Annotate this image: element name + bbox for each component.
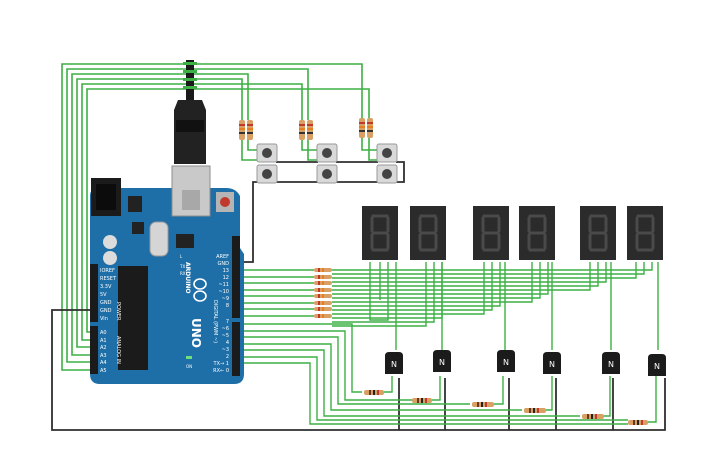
transistor-label: N xyxy=(391,360,397,369)
analog-title: ANALOG IN xyxy=(115,336,121,364)
seven-segment-icon[interactable] xyxy=(410,206,446,260)
resistor-icon[interactable] xyxy=(239,120,253,140)
svg-text:3.3V: 3.3V xyxy=(100,284,112,290)
pushbutton-icon[interactable] xyxy=(256,164,278,184)
seven-segment-icon[interactable] xyxy=(362,206,398,260)
power-title: POWER xyxy=(115,302,121,321)
resistor-icon[interactable] xyxy=(364,390,384,395)
power-header xyxy=(90,264,98,322)
npn-transistor-icon[interactable]: N xyxy=(648,354,666,376)
svg-text:4: 4 xyxy=(226,340,229,346)
svg-text:~3: ~3 xyxy=(222,347,229,353)
svg-text:12: 12 xyxy=(223,275,229,281)
digital-pin-labels: AREF GND 13 12 ~11 ~10 ~9 8 7 ~6 ~5 4 ~3… xyxy=(213,254,230,374)
svg-text:8: 8 xyxy=(226,303,229,309)
board-brand: ARDUINO xyxy=(184,262,191,293)
svg-text:2: 2 xyxy=(226,354,229,360)
resistor-icon[interactable] xyxy=(412,398,432,403)
resistor-icon[interactable] xyxy=(582,414,604,419)
arduino-logo-icon xyxy=(193,278,207,302)
analog-header xyxy=(90,326,98,374)
svg-text:A4: A4 xyxy=(100,360,107,366)
svg-text:A2: A2 xyxy=(100,345,107,351)
npn-transistor-icon[interactable]: N xyxy=(497,350,515,372)
svg-text:~9: ~9 xyxy=(222,296,229,302)
resistor-icon[interactable] xyxy=(524,408,546,413)
npn-transistor-icon[interactable]: N xyxy=(385,352,403,374)
pushbutton-grid xyxy=(256,143,398,184)
svg-text:~6: ~6 xyxy=(222,326,229,332)
svg-text:13: 13 xyxy=(223,268,229,274)
svg-text:A1: A1 xyxy=(100,338,107,344)
segment-resistor-bank xyxy=(314,268,332,318)
analog-pin-labels: A0 A1 A2 A3 A4 A5 xyxy=(100,330,107,374)
svg-text:~5: ~5 xyxy=(222,333,229,339)
board-model: UNO xyxy=(189,318,203,348)
transistor-label: N xyxy=(439,358,445,367)
npn-transistor-icon[interactable]: N xyxy=(543,352,561,374)
on-led-icon xyxy=(186,356,192,359)
pushbutton-icon[interactable] xyxy=(256,143,278,163)
pushbutton-icon[interactable] xyxy=(316,143,338,163)
arduino-board[interactable]: IOREF RESET 3.3V 5V GND GND Vin POWER A0… xyxy=(90,165,244,384)
svg-text:RX← 0: RX← 0 xyxy=(213,368,229,374)
seven-segment-icon[interactable] xyxy=(627,206,663,260)
seven-segment-icon[interactable] xyxy=(580,206,616,260)
power-pin-labels: IOREF RESET 3.3V 5V GND GND Vin xyxy=(100,268,117,322)
digital-title: DIGITAL (PWM ~) xyxy=(212,300,218,343)
svg-text:~11: ~11 xyxy=(218,282,229,288)
base-resistors xyxy=(364,390,648,425)
resistor-icon[interactable] xyxy=(472,402,494,407)
transistor-label: N xyxy=(608,360,614,369)
svg-text:TX→ 1: TX→ 1 xyxy=(213,361,229,367)
npn-transistor-icon[interactable]: N xyxy=(602,352,620,374)
transistor-label: N xyxy=(549,360,555,369)
seven-segment-icon[interactable] xyxy=(519,206,555,260)
pushbutton-icon[interactable] xyxy=(376,164,398,184)
svg-text:RX: RX xyxy=(180,271,186,276)
led-labels: L TX RX ON xyxy=(179,254,192,369)
pushbutton-icon[interactable] xyxy=(316,164,338,184)
transistor-label: N xyxy=(503,358,509,367)
svg-text:IOREF: IOREF xyxy=(100,268,115,274)
resistor-icon[interactable] xyxy=(299,120,313,140)
svg-text:L: L xyxy=(180,254,183,259)
svg-text:7: 7 xyxy=(226,319,229,325)
svg-text:GND: GND xyxy=(218,261,230,267)
svg-text:TX: TX xyxy=(179,264,185,269)
svg-text:RESET: RESET xyxy=(100,276,117,282)
digital-header-bottom xyxy=(232,322,240,376)
transistor-label: N xyxy=(654,362,660,371)
svg-text:5V: 5V xyxy=(100,292,107,298)
resistor-icon[interactable] xyxy=(628,420,648,425)
digital-wires xyxy=(240,262,659,425)
button-bus-wires xyxy=(51,161,666,431)
svg-text:A3: A3 xyxy=(100,353,107,359)
npn-transistor-icon[interactable]: N xyxy=(433,350,451,372)
digital-header-top xyxy=(232,236,240,318)
svg-text:A5: A5 xyxy=(100,368,107,374)
svg-text:GND: GND xyxy=(100,308,112,314)
usb-cable xyxy=(174,60,206,164)
svg-text:A0: A0 xyxy=(100,330,107,336)
pushbutton-icon[interactable] xyxy=(376,143,398,163)
resistor-icon[interactable] xyxy=(359,118,373,138)
svg-text:AREF: AREF xyxy=(216,254,229,260)
svg-text:~10: ~10 xyxy=(218,289,229,295)
seven-segment-icon[interactable] xyxy=(473,206,509,260)
svg-text:GND: GND xyxy=(100,300,112,306)
svg-text:ON: ON xyxy=(186,364,192,369)
svg-text:Vin: Vin xyxy=(100,316,108,322)
